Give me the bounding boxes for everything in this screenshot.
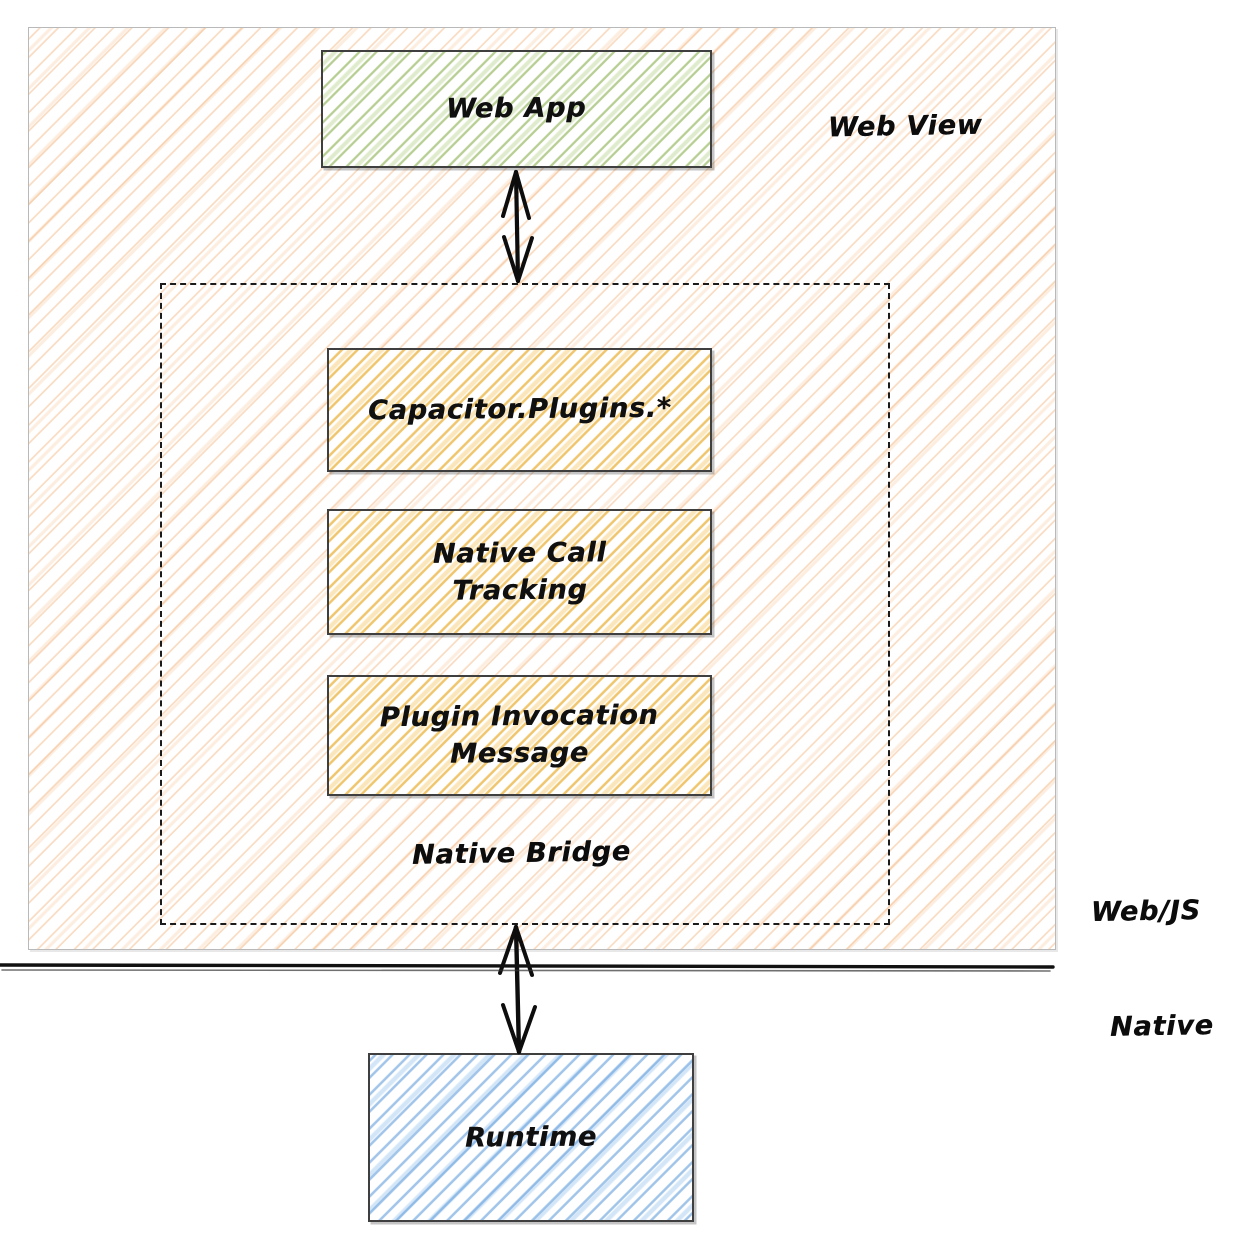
node-native-call-tracking-label: Native Call Tracking — [432, 536, 607, 607]
native-bridge-label: Native Bridge — [411, 836, 632, 871]
node-runtime[interactable]: Runtime — [368, 1053, 694, 1222]
node-web-app[interactable]: Web App — [321, 50, 712, 168]
node-capacitor-plugins[interactable]: Capacitor.Plugins.* — [327, 348, 712, 472]
zone-label-native: Native — [1109, 1010, 1214, 1043]
node-capacitor-plugins-label: Capacitor.Plugins.* — [367, 393, 672, 427]
node-runtime-label: Runtime — [464, 1121, 598, 1154]
node-web-app-label: Web App — [446, 92, 587, 125]
web-native-divider — [0, 963, 1055, 972]
zone-label-web-js: Web/JS — [1090, 895, 1202, 928]
node-plugin-invocation-message[interactable]: Plugin Invocation Message — [327, 675, 712, 796]
webview-label: Web View — [827, 109, 983, 144]
node-native-call-tracking[interactable]: Native Call Tracking — [327, 509, 712, 635]
native-bridge-group — [160, 283, 890, 925]
webview-container — [28, 27, 1056, 950]
node-plugin-invocation-message-label: Plugin Invocation Message — [379, 700, 659, 771]
